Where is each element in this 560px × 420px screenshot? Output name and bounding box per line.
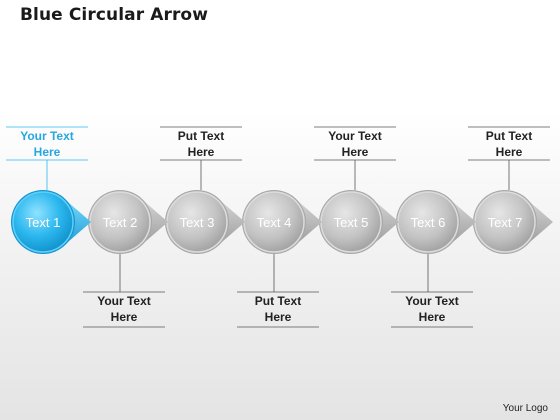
callout-line-1: Your Text: [97, 294, 151, 308]
step-label: Text 6: [411, 215, 446, 230]
callout-line-2: Here: [495, 145, 523, 159]
callout-line-2: Here: [187, 145, 215, 159]
callout-line-2: Here: [341, 145, 369, 159]
callout-line-1: Put Text: [177, 129, 225, 143]
logo-text: Your Logo: [502, 403, 548, 414]
slide-title: Blue Circular Arrow: [20, 5, 209, 25]
callout-line-1: Your Text: [328, 129, 382, 143]
callout-line-1: Put Text: [485, 129, 533, 143]
step-6: Text 6: [391, 190, 476, 328]
step-label: Text 5: [334, 215, 369, 230]
callout-line-1: Your Text: [405, 294, 459, 308]
callout-line-2: Here: [418, 310, 446, 324]
step-4: Text 4: [237, 190, 322, 328]
callout-line-1: Put Text: [254, 294, 302, 308]
step-circle: [12, 191, 74, 253]
step-1: Text 1: [6, 126, 91, 254]
step-label: Text 4: [257, 215, 292, 230]
callout-line-2: Here: [33, 145, 61, 159]
step-label: Text 7: [488, 215, 523, 230]
step-2: Text 2: [83, 190, 168, 328]
step-5: Text 5: [314, 126, 399, 254]
step-label: Text 2: [103, 215, 138, 230]
step-label: Text 1: [26, 215, 61, 230]
step-label: Text 3: [180, 215, 215, 230]
step-7: Text 7: [468, 126, 553, 254]
callout-line-1: Your Text: [20, 129, 74, 143]
callout-line-2: Here: [110, 310, 138, 324]
callout-line-2: Here: [264, 310, 292, 324]
